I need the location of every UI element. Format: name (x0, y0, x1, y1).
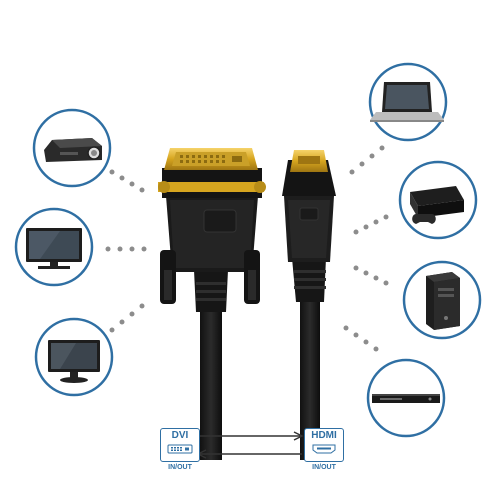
connector-dots-right-3 (353, 265, 389, 286)
dvi-cable (158, 148, 266, 460)
monitor-device (34, 317, 114, 397)
hdmi-cable (282, 150, 336, 460)
dvd-player-icon (372, 394, 440, 403)
projector-icon (44, 138, 102, 162)
dvi-badge-subtitle: IN/OUT (168, 464, 192, 471)
tv-icon (26, 228, 82, 269)
dvi-badge-title: DVI (171, 430, 189, 441)
monitor-icon (48, 340, 100, 383)
hdmi-badge: HDMI (304, 428, 344, 462)
hdmi-badge-subtitle: IN/OUT (312, 464, 336, 471)
connector-dots-left-top (109, 169, 145, 193)
tv-device (14, 207, 94, 287)
connector-dots-right-2 (353, 214, 389, 235)
dvi-port-icon (167, 444, 193, 454)
game-console-device (398, 160, 478, 240)
hdmi-port-icon (312, 444, 336, 454)
laptop-icon (370, 82, 444, 122)
projector-device (32, 108, 112, 188)
laptop-device (368, 62, 448, 142)
connector-dots-right-1 (349, 145, 385, 175)
game-console-icon (410, 186, 464, 224)
dvi-badge: DVI (160, 428, 200, 462)
pc-tower-device (402, 260, 482, 340)
dvi-pins (180, 155, 242, 163)
connector-dots-left-mid (105, 246, 147, 252)
dvd-player-device (366, 358, 446, 438)
connector-dots-right-4 (343, 325, 379, 352)
hdmi-badge-title: HDMI (311, 430, 337, 441)
connector-dots-left-bottom (109, 303, 145, 333)
pc-tower-icon (426, 272, 460, 330)
